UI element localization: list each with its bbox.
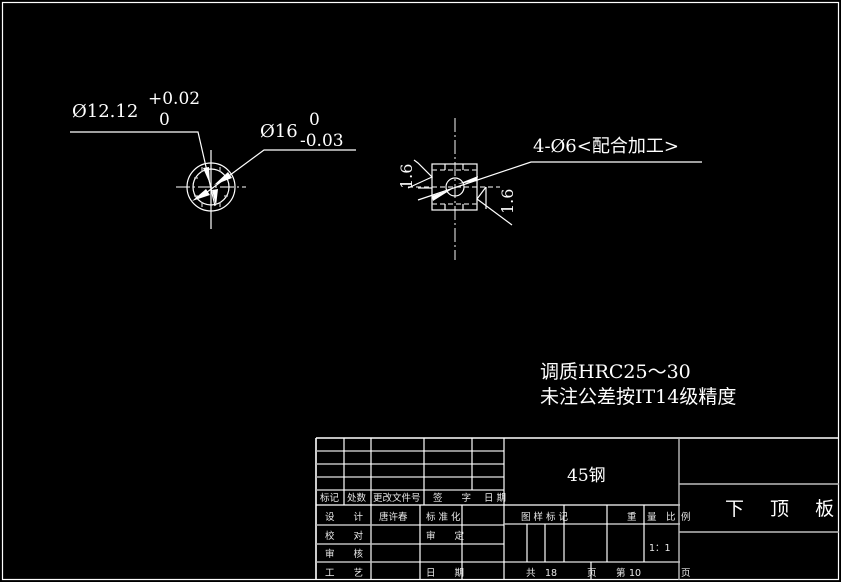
outer-circle [186, 162, 236, 212]
label-stage-mark: 图 样 标 记 [521, 511, 569, 523]
hole-circle [445, 177, 465, 197]
roughness-symbol-left-icon [407, 159, 434, 189]
designer-name[interactable]: 唐许春 [379, 511, 408, 523]
arrowhead-icon [192, 189, 210, 201]
arrowhead-icon [432, 189, 452, 201]
hidden-ticks [444, 164, 464, 210]
label-weight: 重 [627, 511, 637, 523]
dim-inner-lower-tol: 0 [159, 110, 170, 130]
leader-dim-inner [70, 131, 216, 207]
inner-ticks [194, 167, 228, 207]
dim-outer-upper-tol: 0 [309, 110, 320, 130]
label-review: 审 核 [325, 548, 364, 560]
label-standardize: 标 准 化 [426, 511, 461, 523]
inner-circle [192, 168, 230, 206]
label-design: 设 计 [325, 511, 364, 523]
label-sheet-prefix: 第 [616, 567, 626, 579]
roughness-right-value: 1.6 [498, 189, 517, 214]
label-count: 处数 [347, 492, 367, 504]
revision-columns [343, 438, 505, 580]
view-2-section[interactable]: 4-Ø6<配合加工> 1.6 1.6 [397, 118, 702, 260]
label-scale-tail: 例 [681, 511, 691, 523]
material-text[interactable]: 45钢 [567, 466, 606, 486]
label-sign: 签 字 [433, 492, 471, 504]
dim-inner-text: Ø12.12 [72, 101, 138, 122]
label-process: 工 艺 [325, 568, 363, 579]
label-date-row: 日 期 [426, 568, 464, 579]
sheets-total: 18 [545, 568, 557, 579]
roughness-symbol-right-icon [476, 186, 513, 226]
label-change-doc: 更改文件号 [373, 492, 421, 504]
leader-dim-outer [198, 149, 356, 199]
label-total-prefix: 共 [526, 568, 536, 579]
technical-notes: 调质HRC25～30 未注公差按IT14级精度 [540, 361, 736, 408]
section-body [431, 163, 478, 211]
label-check: 校 对 [325, 530, 364, 542]
title-block[interactable]: 标记 处数 更改文件号 签 字 日 期 设 计 唐许春 标 准 化 校 对 审 … [315, 437, 841, 580]
arrowhead-icon [212, 189, 218, 206]
scale-value[interactable]: 1：1 [649, 543, 671, 554]
view-1-round-part[interactable]: Ø12.12 +0.02 0 Ø16 0 -0.03 [70, 89, 356, 229]
arrowhead-icon [214, 172, 232, 185]
label-mark: 标记 [320, 492, 340, 504]
label-date: 日 期 [484, 493, 506, 504]
roughness-left-value: 1.6 [397, 164, 416, 189]
arrowhead-icon [458, 176, 478, 184]
leader-hole-callout [417, 161, 702, 201]
revision-grid [316, 450, 504, 491]
sheet-number: 10 [629, 568, 641, 579]
note-heat-treatment: 调质HRC25～30 [540, 361, 691, 383]
label-scale: 量 比 [647, 511, 676, 523]
hole-callout-text: 4-Ø6<配合加工> [533, 136, 679, 157]
dim-outer-text: Ø16 [260, 121, 298, 142]
note-tolerance: 未注公差按IT14级精度 [540, 386, 736, 408]
label-total-suffix: 页 [587, 568, 597, 579]
part-name[interactable]: 下 顶 板 [725, 498, 841, 520]
dim-outer-lower-tol: -0.03 [300, 131, 344, 151]
dim-inner-upper-tol: +0.02 [148, 89, 200, 109]
label-approve: 审 定 [426, 530, 465, 542]
label-sheet-suffix: 页 [681, 568, 691, 579]
arrowhead-icon [203, 167, 210, 184]
